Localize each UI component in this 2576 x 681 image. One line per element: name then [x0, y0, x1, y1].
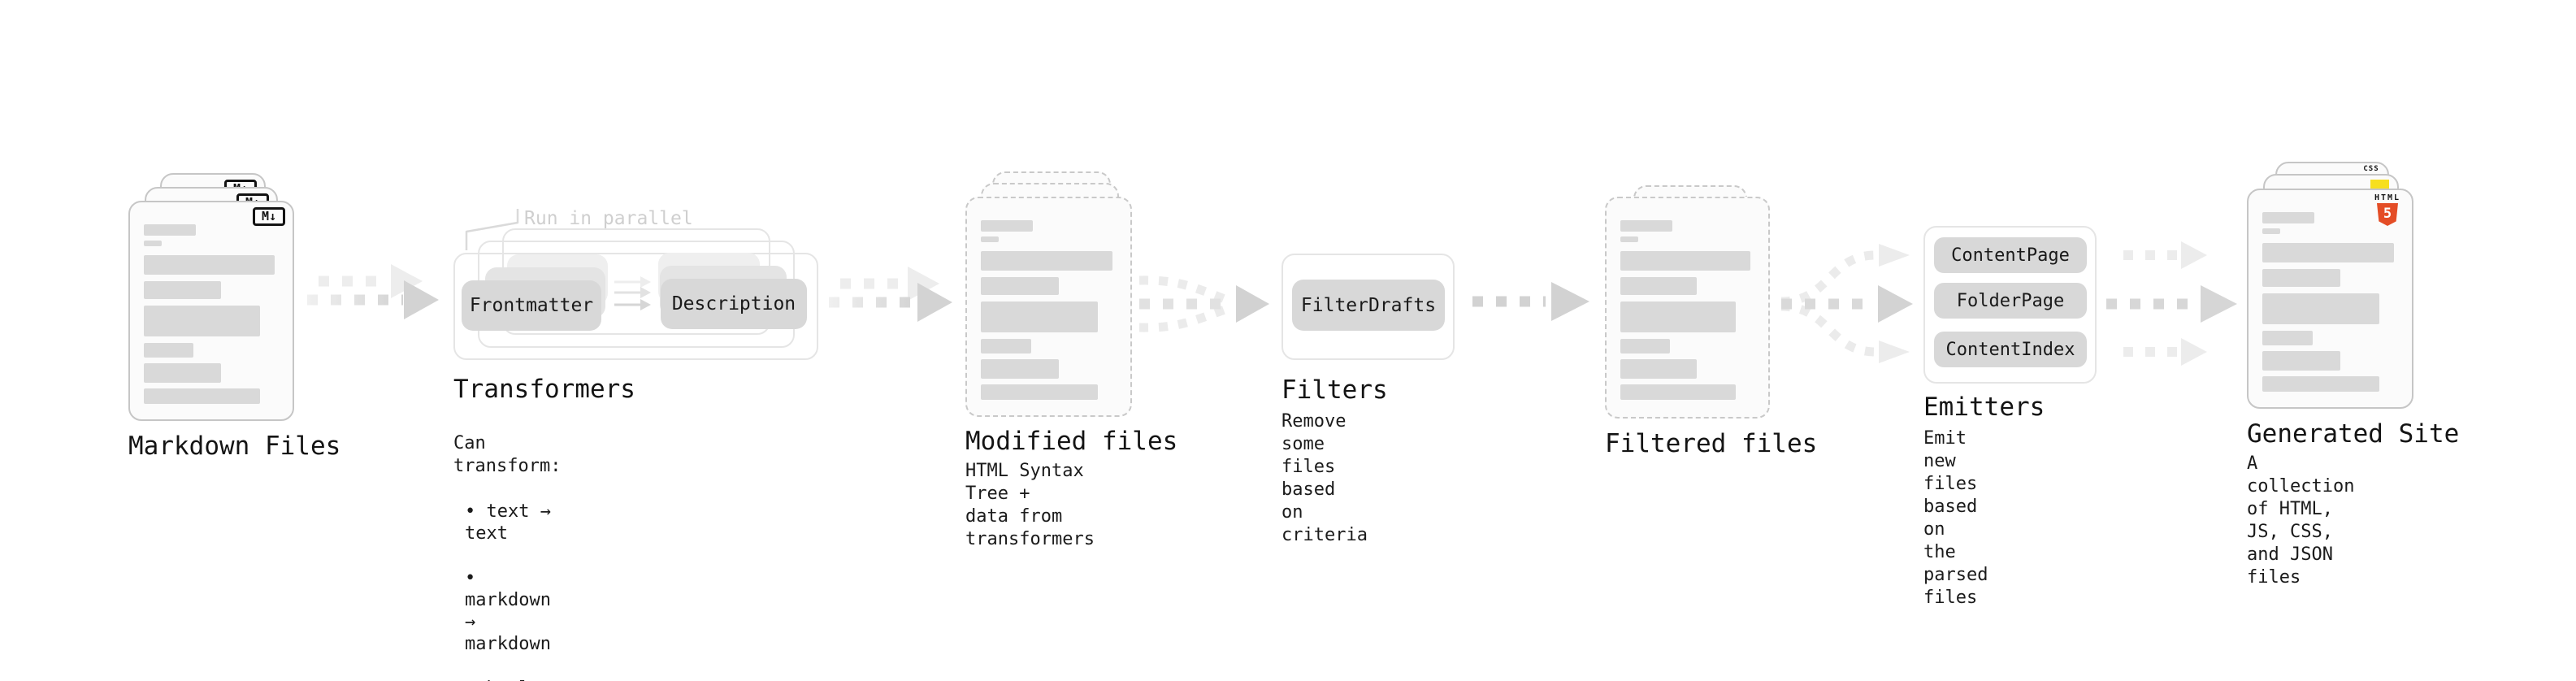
stage-label-emitters: Emitters — [1923, 393, 2045, 422]
arrow-transformers-to-modified — [829, 267, 952, 322]
content-line — [144, 306, 261, 336]
content-placeholder-lines — [1620, 220, 1750, 400]
content-line — [981, 277, 1059, 295]
arrow-filtered-to-emitters-fan-out — [1780, 244, 1913, 363]
emitters-container — [1923, 226, 2097, 384]
file-card-front: HTML 5 — [2247, 189, 2413, 409]
content-line — [2262, 376, 2380, 392]
content-line — [981, 359, 1059, 379]
generated-site-description: A collection of HTML, JS, CSS, and JSON … — [2247, 453, 2355, 588]
content-line — [2262, 243, 2394, 262]
annotation-callout-line — [465, 209, 519, 250]
content-line — [144, 241, 162, 246]
content-line — [2262, 293, 2380, 324]
file-card-front — [1605, 197, 1770, 419]
arrow-emitters-to-generated — [2106, 241, 2237, 366]
run-in-parallel-annotation: Run in parallel — [524, 208, 693, 229]
transformers-bullet: • html → html — [465, 678, 561, 681]
file-card-front — [965, 197, 1132, 417]
css3-icon-label: CSS — [2363, 165, 2379, 173]
content-line — [1620, 384, 1737, 400]
stage-label-markdown-files: Markdown Files — [128, 432, 341, 461]
transformers-bullet: • markdown → markdown — [465, 568, 551, 654]
modified-files-description: HTML Syntax Tree + data from transformer… — [965, 461, 1095, 549]
emitters-description: Emit new files based on the parsed files — [1923, 428, 1988, 608]
content-placeholder-lines — [2262, 212, 2394, 392]
content-line — [981, 301, 1099, 332]
content-placeholder-lines — [981, 220, 1112, 400]
filters-description: Remove some files based on criteria — [1281, 411, 1368, 545]
content-placeholder-lines — [144, 224, 275, 404]
content-line — [981, 251, 1112, 271]
emitter-box-contentindex: ContentIndex — [1934, 332, 2087, 367]
content-line — [1620, 359, 1698, 379]
stage-label-transformers: Transformers — [453, 375, 635, 404]
stage-label-filtered-files: Filtered files — [1605, 429, 1818, 458]
content-line — [144, 224, 196, 236]
transformer-container-front — [453, 253, 818, 360]
transformer-parallel-arrows — [614, 276, 651, 310]
content-line — [1620, 220, 1672, 232]
transformers-bullet: • text → text — [465, 501, 551, 544]
content-line — [144, 281, 221, 299]
stage-label-modified-files: Modified files — [965, 427, 1178, 456]
content-line — [144, 363, 221, 383]
emitter-box-contentpage: ContentPage — [1934, 237, 2087, 273]
arrow-markdown-to-transformers — [307, 264, 439, 319]
arrow-modified-to-filters-fan-in — [1138, 275, 1269, 332]
html5-icon: HTML 5 — [2371, 193, 2404, 226]
content-line — [1620, 277, 1698, 295]
content-line — [981, 236, 999, 242]
transformer-box-description: Description — [661, 279, 807, 329]
javascript-icon — [2370, 180, 2389, 189]
content-line — [981, 220, 1033, 232]
filter-box-filterdrafts: FilterDrafts — [1292, 280, 1445, 331]
html5-icon-shield: 5 — [2377, 203, 2398, 226]
content-line — [1620, 339, 1670, 354]
content-line — [2262, 269, 2340, 287]
stage-label-filters: Filters — [1281, 375, 1388, 405]
content-line — [2262, 212, 2314, 223]
transformer-box-frontmatter: Frontmatter — [462, 280, 601, 331]
content-line — [981, 339, 1031, 354]
content-line — [2262, 228, 2280, 234]
arrow-filters-to-filtered — [1472, 282, 1589, 321]
content-line — [1620, 301, 1737, 332]
content-line — [981, 384, 1099, 400]
filters-container — [1281, 254, 1455, 360]
content-line — [1620, 236, 1638, 242]
emitter-box-folderpage: FolderPage — [1934, 283, 2087, 319]
html5-icon-label: HTML — [2374, 193, 2401, 202]
content-line — [2262, 351, 2340, 371]
content-line — [144, 343, 194, 358]
content-line — [144, 255, 275, 275]
markdown-icon: M↓ — [253, 207, 285, 226]
transformers-description: Can transform: • text → text • markdown … — [453, 410, 561, 681]
content-line — [144, 388, 261, 404]
transformers-sub-title: Can transform: — [453, 433, 562, 476]
file-card-front: M↓ — [128, 201, 294, 421]
stage-label-generated-site: Generated Site — [2247, 419, 2460, 449]
content-line — [1620, 251, 1750, 271]
content-line — [2262, 331, 2313, 345]
